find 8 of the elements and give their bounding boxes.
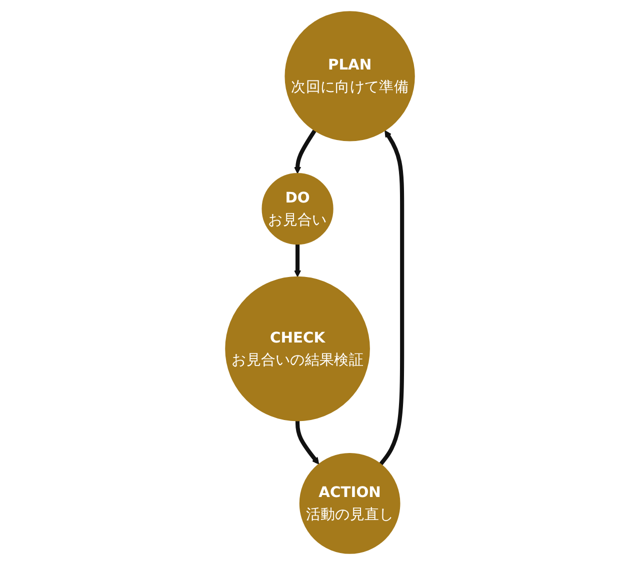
node-circle: ACTION 活動の見直し	[299, 452, 400, 554]
node-circle: DO お見合い	[262, 173, 334, 245]
arrow	[294, 244, 302, 278]
node-circle: PLAN 次回に向けて準備	[284, 11, 415, 142]
arrow	[379, 130, 404, 466]
node-circle: CHECK お見合いの結果検証	[225, 276, 370, 422]
arrow	[295, 420, 320, 464]
arrow	[294, 129, 316, 174]
